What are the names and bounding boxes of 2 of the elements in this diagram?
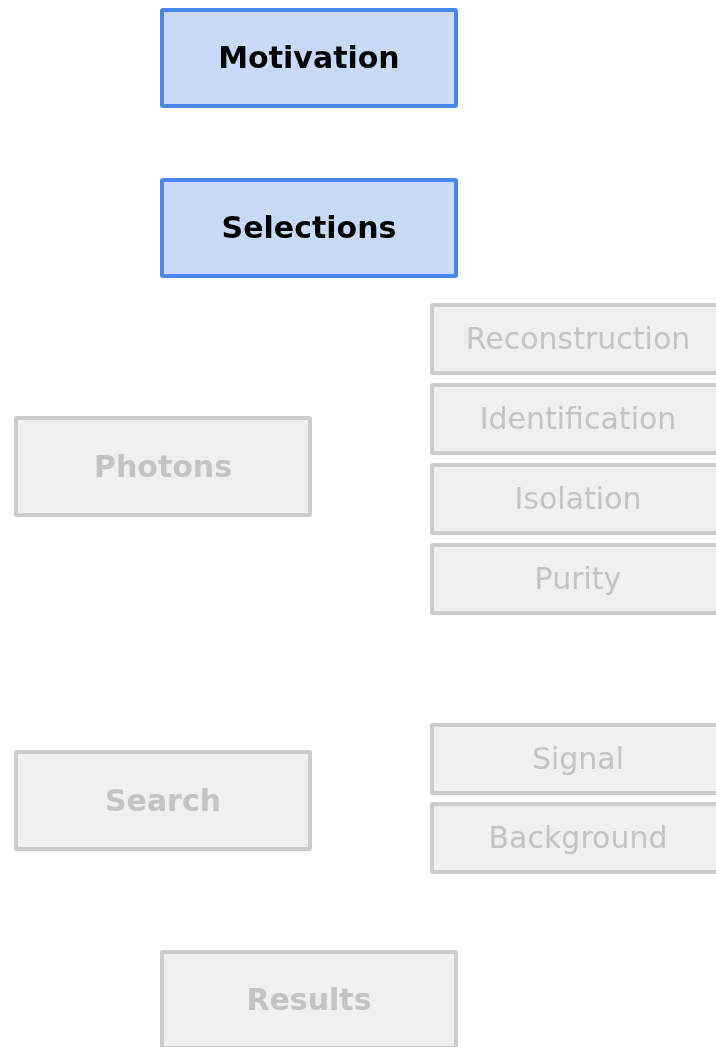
process-box: Selections xyxy=(160,178,458,278)
process-box: Motivation xyxy=(160,8,458,108)
